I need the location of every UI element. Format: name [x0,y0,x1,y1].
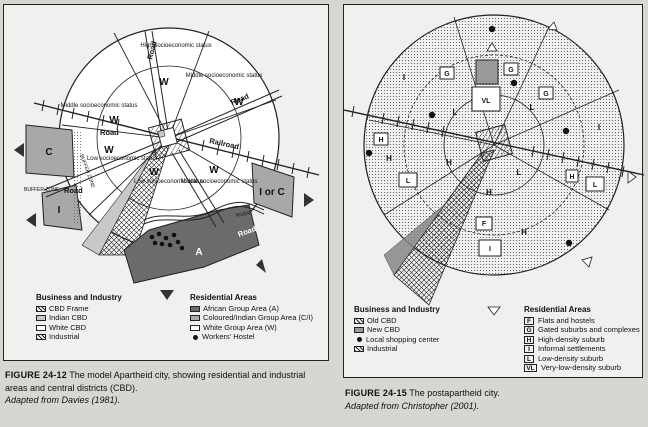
label-c: C [45,147,52,158]
label-river: RIVER [235,210,251,219]
business-legend: Business and Industry CBD Frame Indian C… [36,293,122,342]
label-vl: VL [482,98,492,105]
label-road-west: Road [100,128,119,137]
label-w-south: W [149,167,159,178]
left-caption-source: Adapted from Davies (1981). [5,395,121,405]
legend-item-african: African Group Area (A) [190,304,313,314]
label-buffer-zone-1: BUFFER ZONE [24,187,60,193]
label-h-se: H [521,228,527,237]
label-middle-status-w: Middle socioeconomic status [61,103,138,109]
residential-legend: Residential Areas African Group Area (A)… [190,293,313,342]
label-i: I [58,205,61,216]
label-h-boxed-2: H [569,174,574,181]
label-h-boxed: H [378,137,383,144]
label-l-n: L [453,108,458,117]
right-caption-text: The postapartheid city. [409,388,500,398]
label-l-ne: L [530,103,535,112]
legend-item-coloured-indian: Coloured/Indian Group Area (C/I) [190,313,313,324]
hostel-dot-icon [193,334,198,340]
label-l-inner: L [517,168,522,177]
legend-item-industrial: Industrial [36,332,122,343]
postapartheid-grey-wedge [383,152,483,276]
right-residential-legend-title: Residential Areas [524,305,591,314]
label-h-w: H [386,154,392,163]
label-g-1: G [444,71,450,78]
river [143,201,265,221]
label-w-east: W [234,97,244,108]
local-shopping-centers [365,25,573,247]
postapartheid-growth-arrows [486,21,637,316]
label-low-status-w: Low socioeconomic status [87,156,157,162]
label-low-status-s: Low socioeconomic status [134,179,204,185]
roads [43,30,283,228]
workers-hostels [149,231,185,251]
label-w-sw: W [104,145,114,156]
label-w-west: W [109,115,119,126]
label-i-nw: I [403,73,405,82]
legend-item-cbd-frame: CBD Frame [36,304,122,314]
label-h-inner: H [446,158,452,167]
right-caption-figure-number: FIGURE 24-15 [345,388,407,398]
label-middle-status-ne: Middle socioeconomic status [186,73,263,79]
legend-item-shopping: Local shopping center [354,335,440,345]
right-business-legend-title: Business and Industry [354,305,440,314]
legend-item-new-cbd: New CBD [354,325,440,336]
label-g-3: G [543,91,549,98]
label-g-2: G [508,67,514,74]
legend-item-industrial-right: Industrial [354,344,440,355]
label-f: F [482,221,487,228]
label-i-or-c: I or C [259,187,285,198]
legend-item-old-cbd: Old CBD [354,316,440,326]
postapartheid-city-figure: G G G VL H L L H F I I L L H H L [343,4,644,378]
area-i-or-c [251,162,295,218]
postapartheid-inner-ring [403,54,585,236]
label-l-boxed-1: L [406,178,411,185]
left-caption: FIGURE 24-12 The model Apartheid city, s… [5,369,325,407]
business-legend-title: Business and Industry [36,293,122,302]
indian-area-i [41,184,83,231]
label-h-s: H [486,188,492,197]
left-caption-text: The model Apartheid city, showing reside… [5,370,306,393]
right-caption: FIGURE 24-15 The postapartheid city. Ada… [345,387,645,412]
new-cbd [475,59,499,85]
right-caption-source: Adapted from Christopher (2001). [345,400,480,411]
right-business-legend: Business and Industry Old CBD New CBD Lo… [354,305,440,354]
legend-item-white: White Group Area (W) [190,323,313,333]
label-a: A [195,247,202,258]
apartheid-city-figure: High socioeconomic status Middle socioec… [3,4,329,361]
label-w-north: W [159,77,169,88]
label-w-se: W [209,165,219,176]
inner-ring [96,65,242,211]
shopping-dot-icon [357,337,362,343]
label-i-boxed: I [489,246,491,253]
apartheid-city-map: High socioeconomic status Middle socioec… [14,27,320,300]
indian-cbd-wedge [81,149,155,256]
label-high-status: High socioeconomic status [140,43,211,49]
legend-item-hostel: Workers' Hostel [190,332,313,343]
label-middle-status-se: Middle socioeconomic status [181,179,258,185]
old-cbd [475,124,513,162]
legend-item-white-cbd: White CBD [36,323,122,333]
legend-item-indian-cbd: Indian CBD [36,313,122,324]
label-l-boxed-2: L [593,182,598,189]
label-road-sw: Road [64,186,83,195]
postapartheid-city-map: G G G VL H L L H F I I L L H H L [344,14,644,316]
residential-legend-title: Residential Areas [190,293,257,302]
growth-arrows [14,143,314,300]
left-caption-figure-number: FIGURE 24-12 [5,370,67,380]
label-i-e: I [598,123,600,132]
